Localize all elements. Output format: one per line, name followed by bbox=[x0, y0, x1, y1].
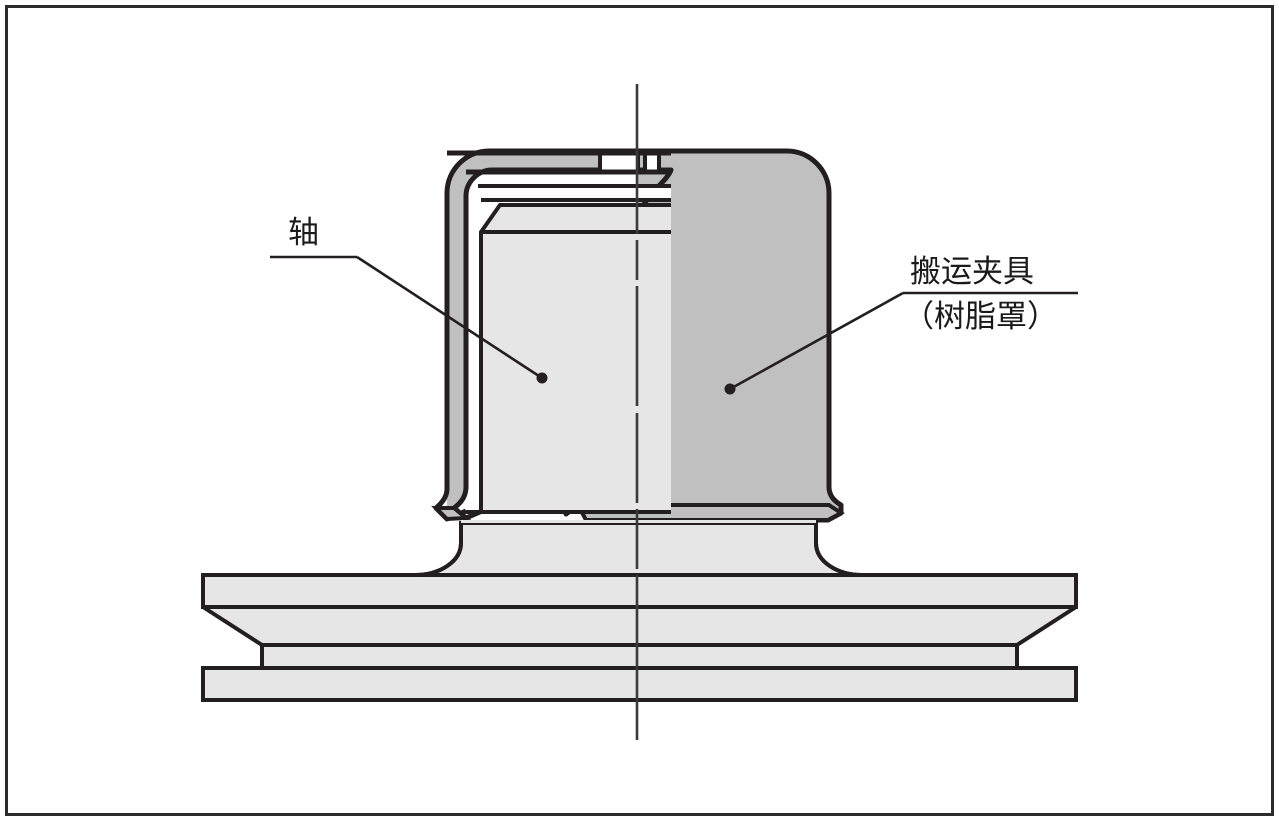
pulley-base-group bbox=[201, 573, 1078, 702]
label-jig-line1: 搬运夹具 bbox=[910, 254, 1034, 290]
figure-border bbox=[5, 5, 1274, 816]
cover-wall-foot bbox=[431, 506, 472, 522]
shaft-hub-group bbox=[414, 521, 863, 577]
shaft-leader-dot bbox=[536, 372, 548, 384]
base-lower-plate bbox=[201, 666, 1078, 702]
leader-jig bbox=[724, 291, 1078, 395]
label-shaft: 轴 bbox=[288, 215, 319, 251]
label-jig-line2: （树脂罩） bbox=[903, 299, 1058, 335]
shaft-section-group bbox=[466, 203, 671, 514]
cover-exterior-outline bbox=[586, 148, 844, 523]
cover-top-notch-gap-2 bbox=[645, 155, 659, 172]
leader-shaft bbox=[270, 255, 548, 384]
shaft-hub-left-wall bbox=[414, 523, 463, 577]
shaft-hub bbox=[414, 521, 863, 577]
resin-cover-section bbox=[431, 148, 671, 522]
jig-leader-line bbox=[729, 291, 904, 391]
cover-top-notch-gap bbox=[600, 155, 638, 172]
shaft-leader-line bbox=[356, 255, 543, 380]
hub-top-cap bbox=[461, 520, 816, 523]
cover-inner-top-rail bbox=[481, 186, 671, 199]
shaft-hub-right-wall bbox=[814, 523, 863, 577]
base-upper-plate bbox=[201, 573, 1078, 609]
jig-leader-dot bbox=[724, 383, 736, 395]
shaft-body bbox=[481, 205, 671, 512]
